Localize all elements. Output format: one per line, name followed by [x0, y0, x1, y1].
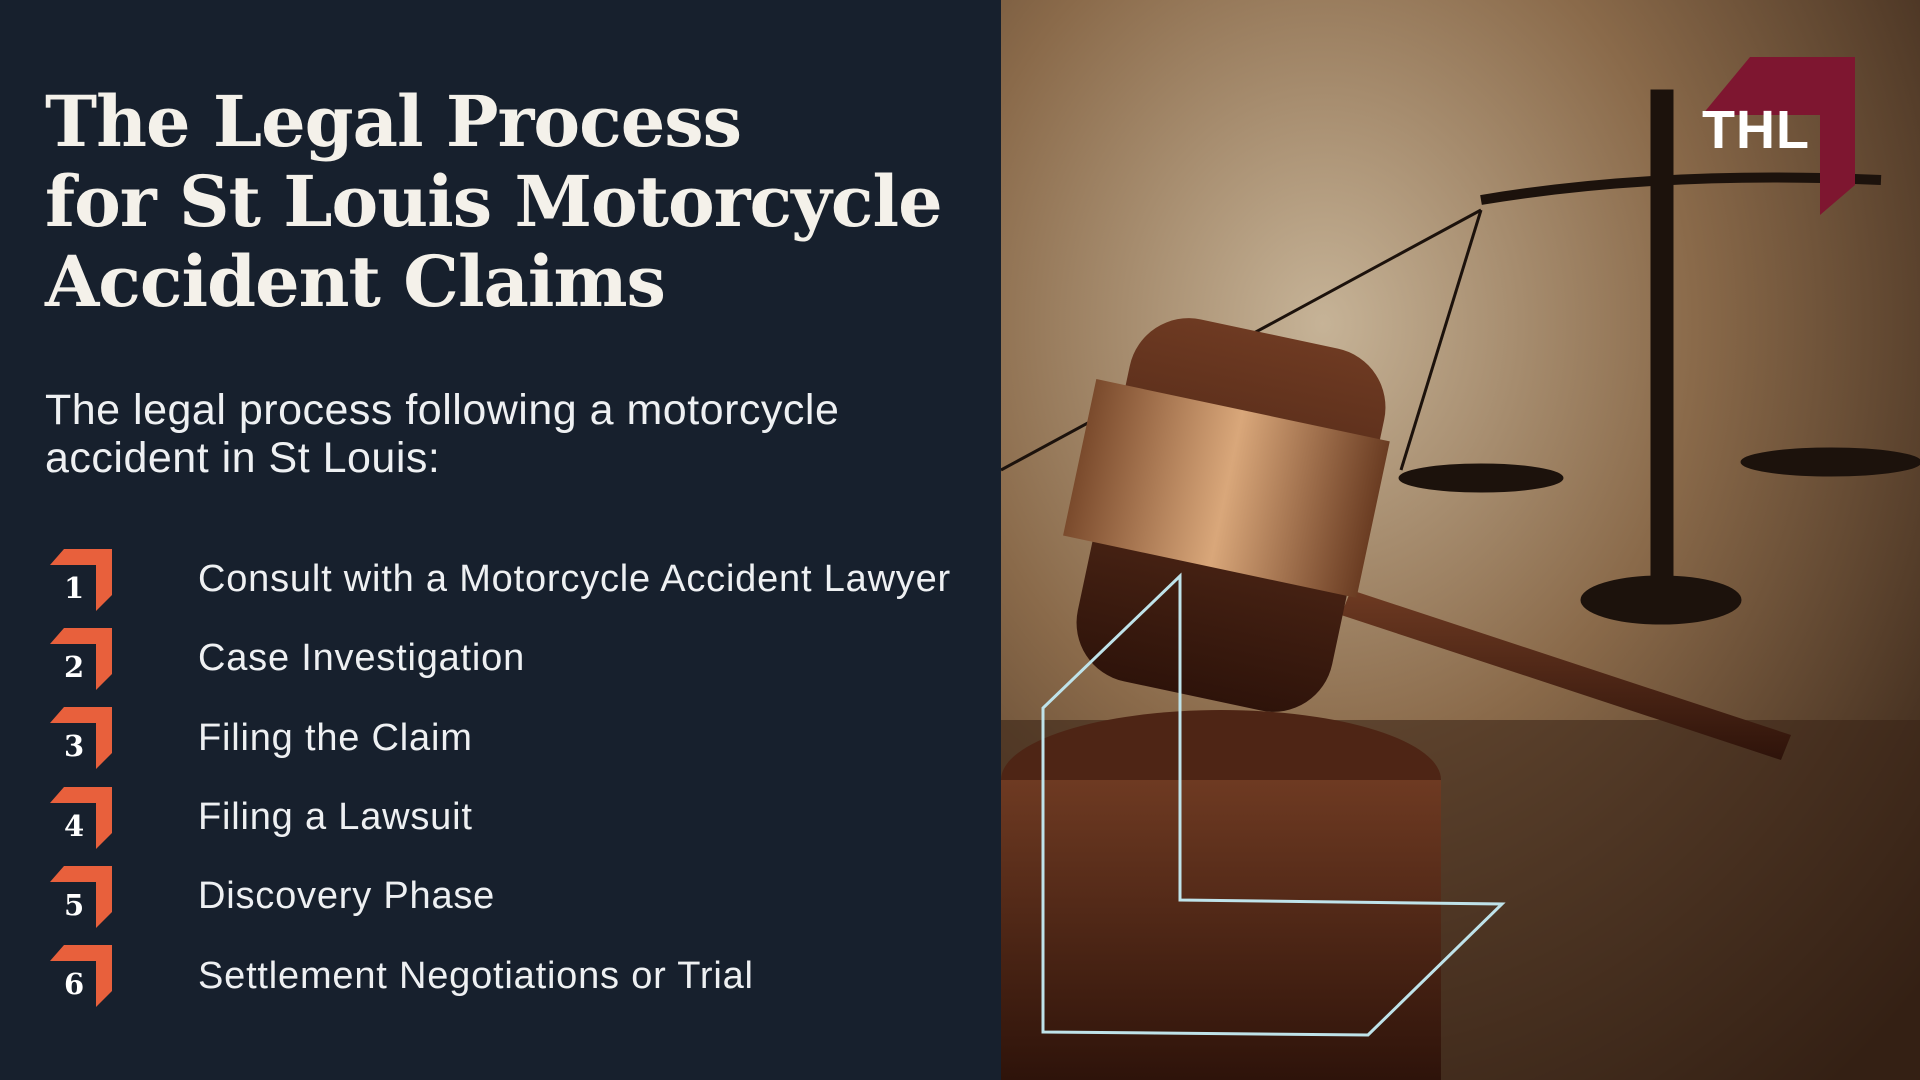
- title-line: The Legal Process: [45, 80, 742, 163]
- step-item: 2 Case Investigation: [50, 619, 951, 698]
- step-number: 2: [64, 649, 85, 684]
- gavel-scales-illustration: [1001, 0, 1920, 1080]
- step-arrow-icon: 6: [50, 945, 112, 1008]
- step-label: Filing the Claim: [198, 716, 473, 759]
- step-number: 1: [64, 570, 85, 605]
- step-item: 3 Filing the Claim: [50, 699, 951, 778]
- step-number: 4: [64, 808, 85, 843]
- steps-list: 1 Consult with a Motorcycle Accident Lawy…: [50, 540, 951, 1016]
- title-line: for St Louis Motorcycle: [45, 160, 943, 243]
- step-label: Consult with a Motorcycle Accident Lawye…: [198, 558, 951, 601]
- step-label: Discovery Phase: [198, 875, 496, 918]
- thl-logo: [1702, 57, 1855, 215]
- step-item: 5 Discovery Phase: [50, 857, 951, 936]
- step-item: 6 Settlement Negotiations or Trial: [50, 936, 951, 1015]
- gavel-image: [1001, 0, 1920, 1080]
- step-number: 3: [64, 729, 85, 764]
- outline-frame: [1041, 572, 1506, 1037]
- step-arrow-icon: 1: [50, 548, 112, 611]
- logo-text: THL: [1702, 100, 1810, 160]
- step-item: 1 Consult with a Motorcycle Accident Lawy…: [50, 540, 951, 619]
- step-label: Case Investigation: [198, 637, 526, 680]
- step-label: Filing a Lawsuit: [198, 796, 473, 839]
- step-number: 6: [64, 967, 85, 1002]
- step-arrow-icon: 3: [50, 707, 112, 770]
- step-arrow-icon: 5: [50, 865, 112, 928]
- gavel-icon: [1001, 318, 1791, 1080]
- step-item: 4 Filing a Lawsuit: [50, 778, 951, 857]
- step-arrow-icon: 2: [50, 627, 112, 690]
- text-panel: The Legal Process for St Louis Motorcycl…: [45, 81, 995, 1016]
- subtitle: The legal process following a motorcycle…: [45, 386, 840, 482]
- step-label: Settlement Negotiations or Trial: [198, 954, 754, 997]
- title-line: Accident Claims: [45, 240, 666, 323]
- step-arrow-icon: 4: [50, 786, 112, 849]
- step-number: 5: [64, 887, 85, 922]
- page-title: The Legal Process for St Louis Motorcycl…: [45, 82, 995, 322]
